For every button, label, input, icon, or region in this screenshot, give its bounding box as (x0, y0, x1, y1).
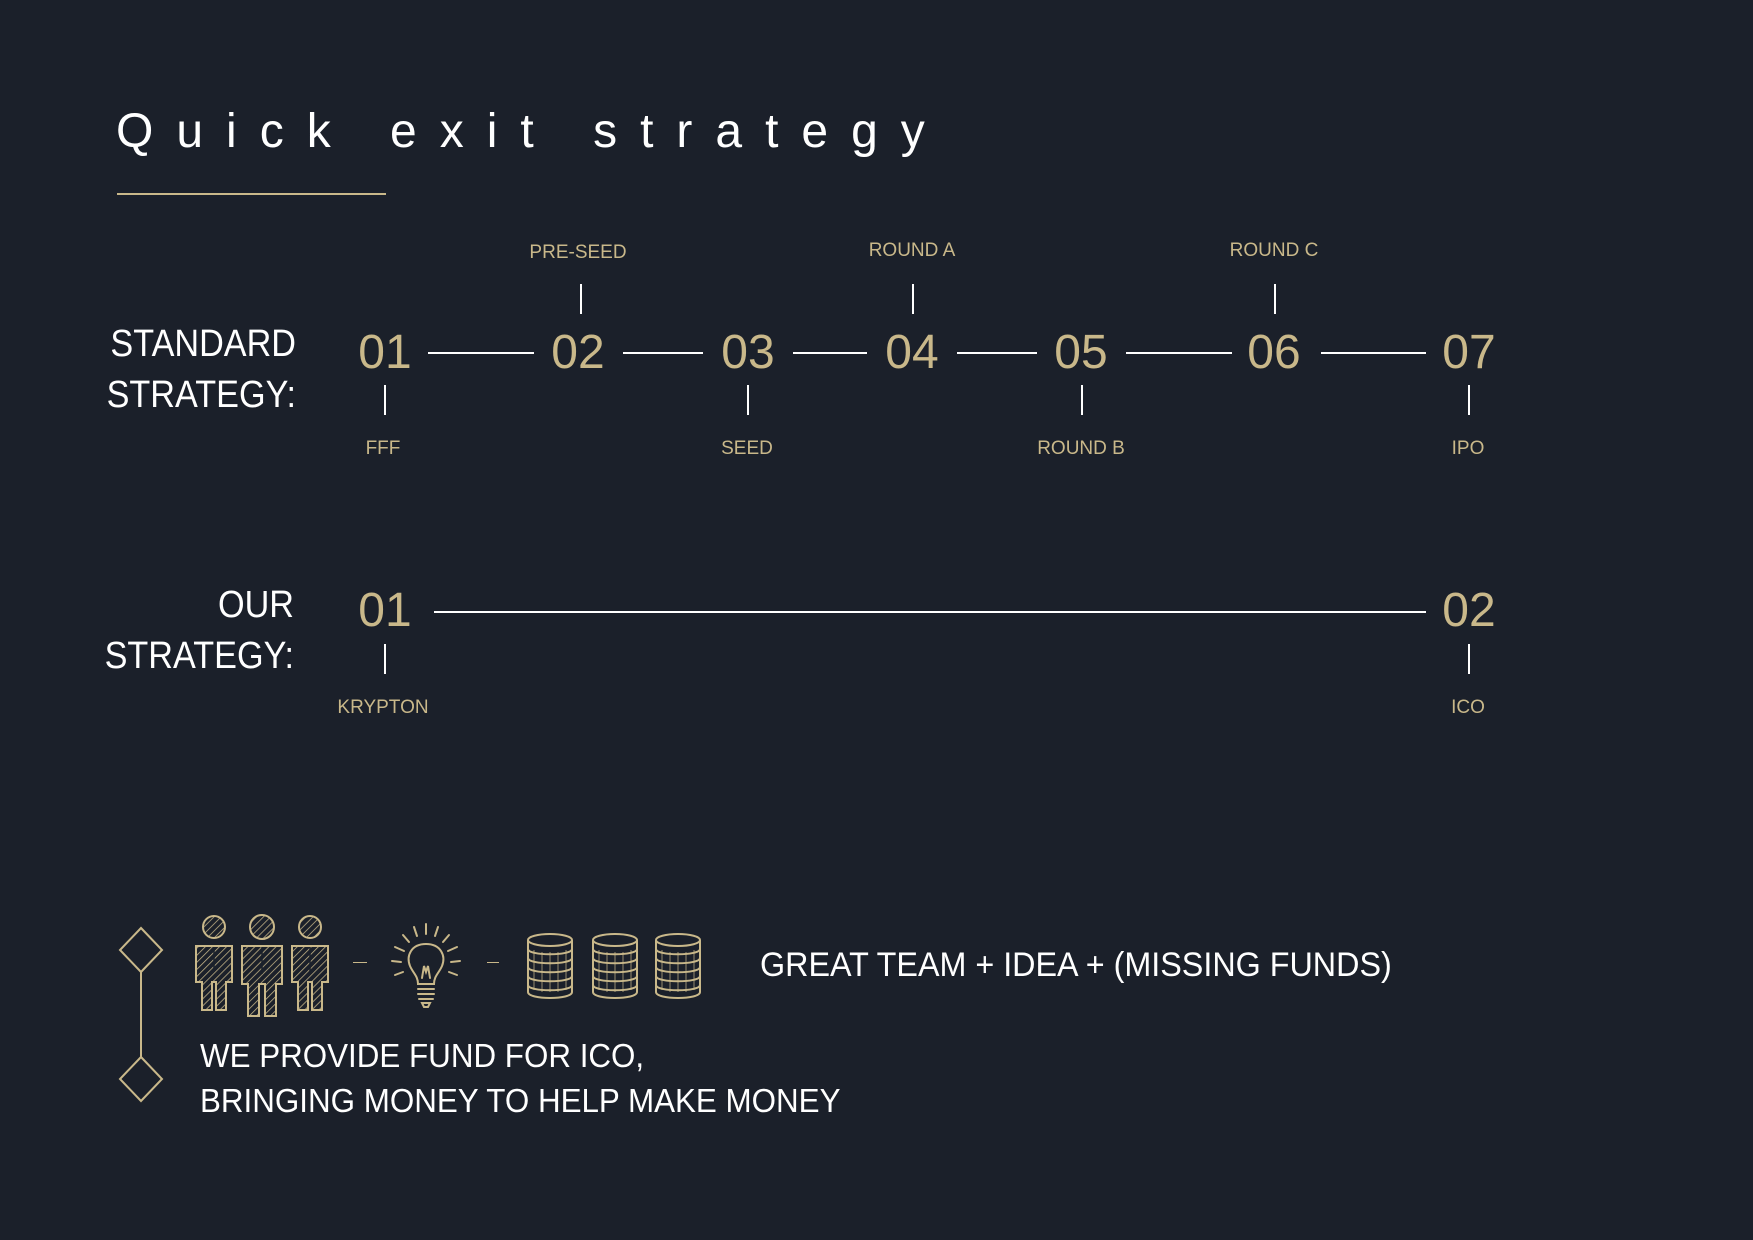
standard-step-07: 07 (1442, 326, 1496, 379)
team-icon (195, 914, 329, 1017)
standard-connector (793, 352, 867, 354)
stage-tick (1468, 644, 1470, 674)
stage-label-round-a: ROUND A (868, 240, 956, 261)
standard-connector (428, 352, 534, 354)
mission-line1: WE PROVIDE FUND FOR ICO, (200, 1037, 645, 1074)
standard-step-04: 04 (885, 326, 939, 379)
separator-dash (353, 962, 367, 963)
stage-label-ico: ICO (1451, 697, 1485, 718)
standard-strategy-label: STANDARD STRATEGY: (26, 319, 296, 421)
stage-label-fff: FFF (365, 438, 401, 459)
standard-step-05: 05 (1054, 326, 1108, 379)
stage-tick (1274, 284, 1276, 314)
our-connector (434, 611, 1426, 613)
standard-connector (1126, 352, 1232, 354)
standard-connector (1321, 352, 1426, 354)
standard-strategy-label-line1: STANDARD (110, 323, 297, 365)
standard-connector (623, 352, 703, 354)
our-strategy-label-line2: STRATEGY: (104, 635, 294, 677)
stage-tick (912, 284, 914, 314)
stage-label-round-b: ROUND B (1037, 438, 1125, 459)
stage-tick (580, 284, 582, 314)
stage-label-ipo: IPO (1451, 438, 1485, 459)
mission-statement: WE PROVIDE FUND FOR ICO, BRINGING MONEY … (200, 1033, 841, 1123)
standard-connector (957, 352, 1037, 354)
standard-strategy-label-line2: STRATEGY: (106, 374, 296, 416)
stage-tick (384, 385, 386, 415)
separator-dash (487, 962, 499, 963)
page-title: Quick exit strategy (116, 105, 948, 158)
stage-tick (1081, 385, 1083, 415)
formula-text: GREAT TEAM + IDEA + (MISSING FUNDS) (760, 946, 1392, 984)
stage-tick (1468, 385, 1470, 415)
our-step-02: 02 (1442, 584, 1496, 637)
our-strategy-label: OUR STRATEGY: (24, 580, 294, 682)
stage-label-seed: SEED (721, 438, 773, 459)
stage-label-round-c: ROUND C (1229, 240, 1319, 261)
diamond-connector-icon (118, 926, 164, 1103)
standard-step-01: 01 (358, 326, 412, 379)
our-strategy-label-line1: OUR (217, 584, 294, 626)
stage-label-pre-seed: PRE-SEED (529, 242, 627, 263)
standard-step-03: 03 (721, 326, 775, 379)
stage-tick (747, 385, 749, 415)
stage-tick (384, 644, 386, 674)
mission-line2: BRINGING MONEY TO HELP MAKE MONEY (200, 1082, 841, 1119)
standard-step-02: 02 (551, 326, 605, 379)
title-underline (117, 193, 386, 195)
our-step-01: 01 (358, 584, 412, 637)
stage-label-krypton: KRYPTON (337, 697, 429, 718)
lightbulb-icon (391, 923, 461, 1008)
standard-step-06: 06 (1247, 326, 1301, 379)
coin-stacks-icon (527, 933, 701, 999)
